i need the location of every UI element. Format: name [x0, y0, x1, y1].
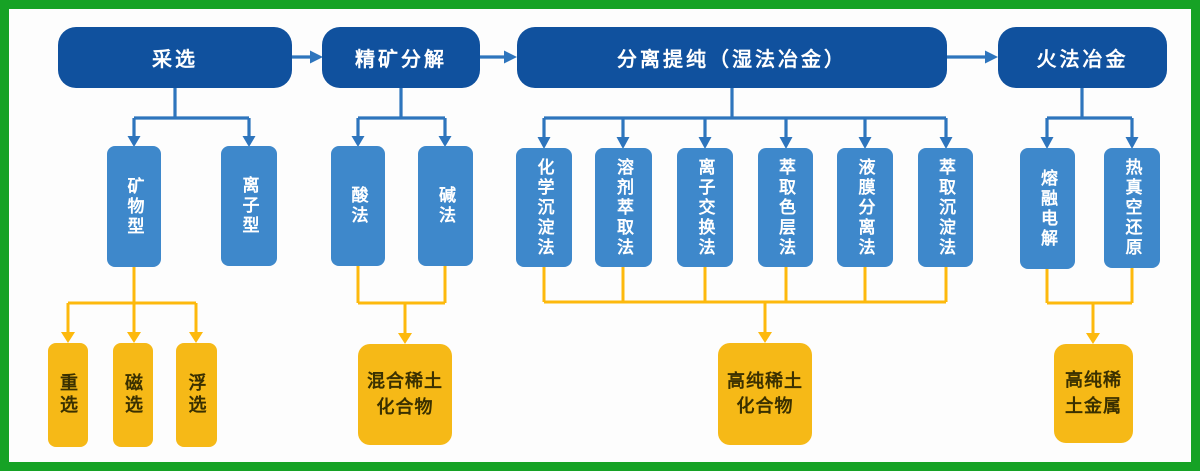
stage-concentrate-decomposition: 精矿分解 — [322, 27, 480, 88]
stage-method-connectors — [132, 88, 1134, 137]
method-molten-salt-electrolysis: 熔融电解 — [1020, 148, 1075, 269]
output-label-line: 高纯稀 — [1065, 370, 1122, 391]
method-output-connectors — [66, 266, 1134, 333]
stage-separation-purification: 分离提纯（湿法冶金） — [517, 27, 947, 88]
method-solvent-extraction: 溶剂萃取法 — [595, 148, 652, 267]
method-ionic-type: 离子型 — [221, 146, 277, 266]
method-thermal-vacuum-reduction: 热真空还原 — [1104, 148, 1160, 268]
output-label-line: 土金属 — [1065, 395, 1122, 416]
method-acid-process: 酸法 — [331, 146, 385, 266]
method-extraction-chromatography: 萃取色层法 — [758, 148, 813, 267]
method-ion-exchange: 离子交换法 — [677, 148, 733, 267]
method-mineral-type: 矿物型 — [107, 146, 161, 267]
output-gravity-separation: 重选 — [48, 343, 88, 447]
output-label-line: 高纯稀土 — [727, 370, 803, 391]
output-magnetic-separation: 磁选 — [113, 343, 153, 447]
output-label-line: 化合物 — [736, 396, 794, 416]
method-extraction-precipitation: 萃取沉淀法 — [918, 148, 973, 267]
output-label-line: 混合稀土 — [367, 371, 443, 392]
method-arrowheads — [127, 136, 1139, 149]
method-chemical-precipitation: 化学沉淀法 — [516, 148, 572, 267]
method-liquid-membrane-separation: 液膜分离法 — [837, 148, 893, 267]
stage-pyrometallurgy: 火法冶金 — [998, 27, 1167, 88]
output-mixed-rare-earth-compounds: 混合稀土 化合物 — [358, 344, 452, 445]
method-alkali-process: 碱法 — [418, 146, 473, 266]
output-arrowheads — [61, 332, 1100, 344]
output-high-purity-rare-earth-compounds: 高纯稀土 化合物 — [718, 343, 812, 445]
output-high-purity-rare-earth-metals: 高纯稀 土金属 — [1054, 344, 1133, 443]
output-label-line: 化合物 — [376, 396, 434, 417]
stage-mining: 采选 — [58, 27, 292, 88]
output-flotation: 浮选 — [176, 343, 217, 447]
stage-arrowheads — [310, 50, 998, 64]
